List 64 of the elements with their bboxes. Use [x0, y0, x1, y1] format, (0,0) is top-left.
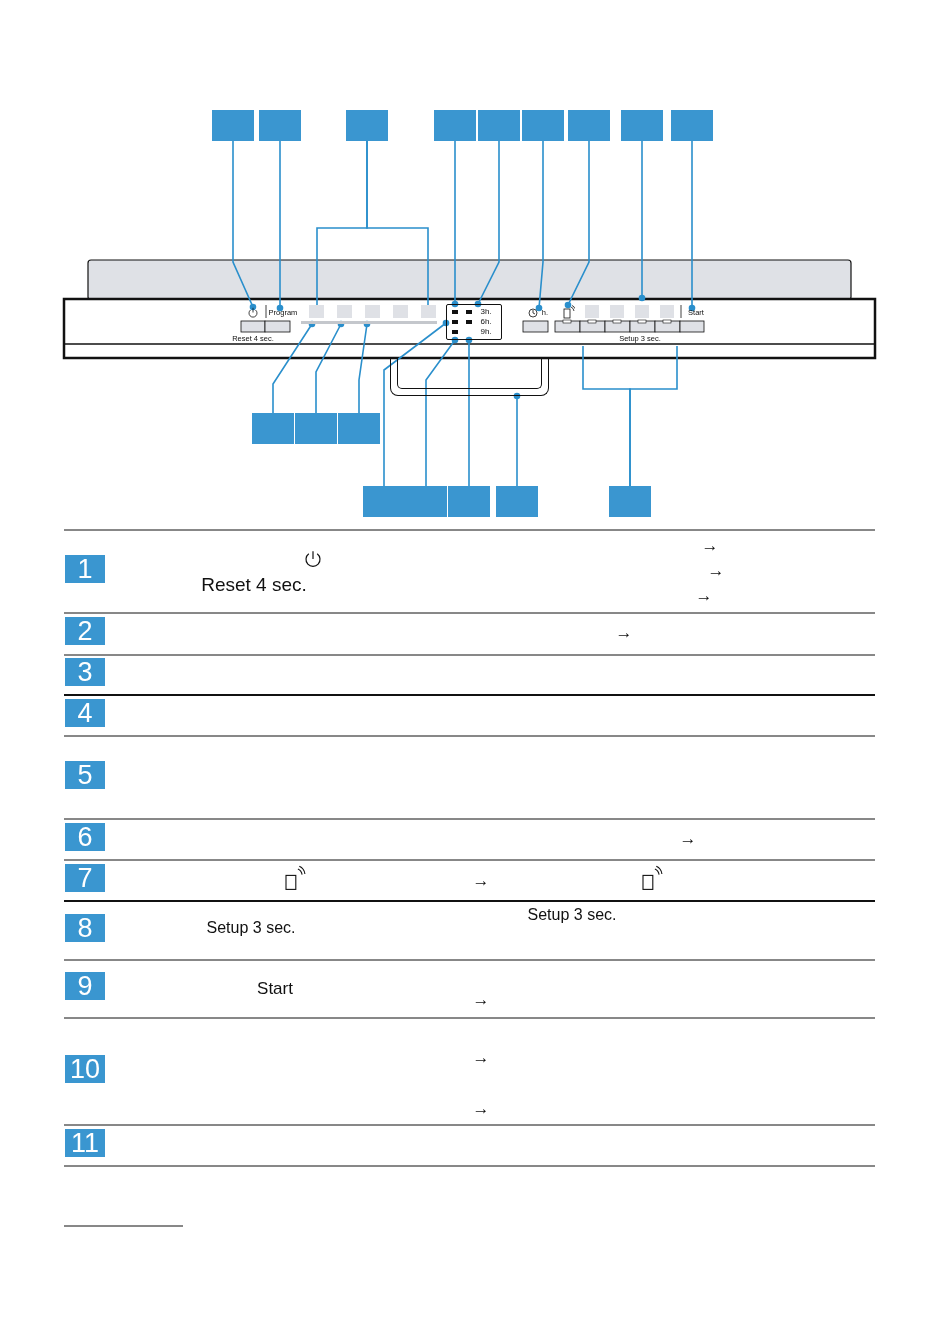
row-number: 2 — [65, 617, 105, 645]
arrow-symbol: → — [472, 1048, 490, 1066]
key-label: Start — [257, 979, 293, 997]
row-number: 3 — [65, 658, 105, 686]
callout-box — [671, 110, 713, 141]
arrow-symbol: → — [615, 623, 633, 641]
callout-box — [259, 110, 301, 141]
leader-line — [232, 140, 257, 311]
row-number: 8 — [65, 914, 105, 942]
key-label: Setup 3 sec. — [206, 920, 296, 936]
leader-line — [276, 140, 284, 312]
callout-box — [522, 110, 564, 141]
callout-box — [405, 486, 447, 517]
slider-bar — [301, 321, 437, 324]
key-label: Reset 4 sec. — [201, 574, 307, 594]
row-number: 1 — [65, 555, 105, 583]
leader-line — [629, 345, 678, 487]
arrow-symbol: → — [701, 536, 719, 554]
leader-line — [383, 319, 450, 487]
row-number: 6 — [65, 823, 105, 851]
callout-box — [363, 486, 405, 517]
leader-line — [465, 336, 473, 487]
key-label: Setup 3 sec. — [527, 907, 617, 923]
arrow-symbol: → — [707, 561, 725, 579]
leader-line — [535, 140, 544, 312]
leader-line — [425, 336, 459, 487]
callout-box — [609, 486, 651, 517]
callout-box — [496, 486, 538, 517]
remote-icon — [563, 305, 575, 319]
callout-box — [478, 110, 520, 141]
callout-box — [434, 110, 476, 141]
power-icon — [248, 307, 258, 318]
arrow-symbol: → — [472, 1099, 490, 1117]
row-number: 7 — [65, 864, 105, 892]
indicator-label: 3h. — [480, 308, 492, 316]
callout-box — [568, 110, 610, 141]
leader-line — [688, 140, 696, 312]
callout-box — [448, 486, 490, 517]
leader-line — [564, 140, 590, 309]
row-number: 9 — [65, 972, 105, 1000]
callout-box — [346, 110, 388, 141]
indicator-label: 9h. — [480, 328, 492, 336]
leader-line — [513, 392, 521, 487]
arrow-symbol: → — [679, 829, 697, 847]
door-handle — [390, 358, 549, 396]
callout-box — [212, 110, 254, 141]
callout-box — [295, 413, 337, 444]
row-number: 10 — [65, 1055, 105, 1083]
callout-box — [621, 110, 663, 141]
leader-line — [451, 140, 459, 308]
arrow-symbol: → — [472, 871, 490, 889]
leader-line — [638, 140, 646, 302]
arrow-symbol: → — [472, 990, 490, 1008]
row-number: 5 — [65, 761, 105, 789]
arrow-symbol: → — [695, 586, 713, 604]
row-number: 11 — [65, 1129, 105, 1157]
callout-box — [252, 413, 294, 444]
display-window — [309, 305, 436, 318]
leader-line — [474, 140, 500, 308]
indicator-panel — [446, 304, 502, 340]
leader-line — [366, 140, 429, 306]
row-number: 4 — [65, 699, 105, 727]
indicator-label: 6h. — [480, 318, 492, 326]
callout-box — [338, 413, 380, 444]
